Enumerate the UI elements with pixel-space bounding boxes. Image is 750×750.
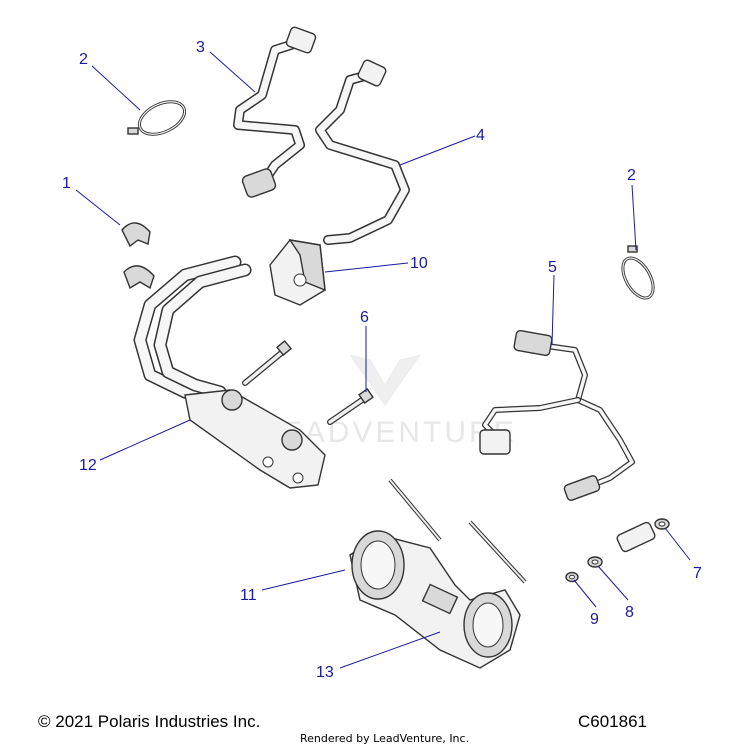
callout-13: 13 <box>316 664 334 681</box>
part-9-washer[interactable] <box>565 571 579 583</box>
callout-5: 5 <box>548 259 557 276</box>
part-3-hose[interactable] <box>233 26 317 198</box>
callout-4: 4 <box>476 127 485 144</box>
callout-3: 3 <box>196 39 205 56</box>
sensor[interactable] <box>616 521 656 553</box>
part-1-clip-upper[interactable] <box>121 222 151 248</box>
cable-tie-left[interactable] <box>388 478 442 542</box>
bolt-left[interactable] <box>242 339 293 386</box>
callout-12: 12 <box>79 457 97 474</box>
callout-6: 6 <box>360 309 369 326</box>
part-5-harness[interactable] <box>479 329 635 501</box>
rendered-by-text: Rendered by LeadVenture, Inc. <box>300 732 470 745</box>
callout-11: 11 <box>240 587 257 604</box>
callout-10: 10 <box>410 255 428 272</box>
cable-tie-right[interactable] <box>468 520 527 584</box>
callout-2-right: 2 <box>627 167 636 184</box>
diagram-code: C601861 <box>578 712 648 731</box>
part-12-fuel-rail[interactable] <box>133 255 326 489</box>
callout-2-left: 2 <box>79 51 88 68</box>
part-8-washer[interactable] <box>587 556 603 568</box>
part-10-block[interactable] <box>269 239 326 306</box>
part-2-clamp-right[interactable] <box>617 245 660 303</box>
callout-9: 9 <box>590 611 599 628</box>
copyright-text: © 2021 Polaris Industries Inc. <box>38 712 261 731</box>
callout-1: 1 <box>62 175 71 192</box>
callout-8: 8 <box>625 604 634 621</box>
part-4-hose[interactable] <box>315 59 410 245</box>
part-11-throttle-body[interactable] <box>349 530 521 669</box>
part-2-clamp-left[interactable] <box>127 95 190 141</box>
callout-7: 7 <box>693 565 702 582</box>
part-1-clip-lower[interactable] <box>123 265 155 290</box>
part-7-washer[interactable] <box>654 518 670 530</box>
leader-lines <box>75 51 691 669</box>
part-6-bolt[interactable] <box>327 388 374 425</box>
callouts: 2 3 4 1 2 10 5 6 12 7 8 9 11 13 <box>62 39 702 681</box>
